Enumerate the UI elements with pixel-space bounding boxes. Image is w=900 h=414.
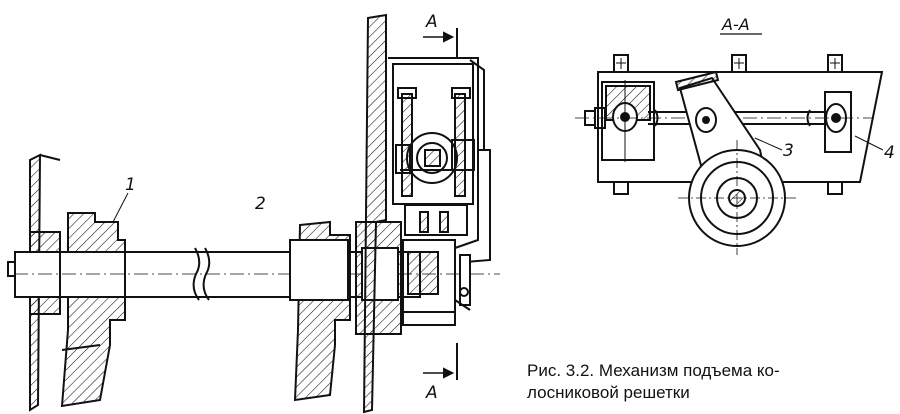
- label-section-a-bottom: A: [425, 383, 438, 403]
- label-part-4: 4: [884, 143, 895, 163]
- worm-gear: [406, 132, 458, 184]
- section-view: [575, 54, 884, 255]
- main-view: [7, 13, 500, 414]
- label-part-3: 3: [783, 141, 794, 161]
- shaft: [14, 251, 421, 298]
- left-sprocket: [60, 212, 126, 408]
- label-section-a-top: A: [425, 12, 438, 32]
- label-part-2: 2: [255, 194, 266, 214]
- section-marker-bottom: [423, 343, 458, 380]
- section-title: A-A: [721, 15, 750, 34]
- section-frame: [597, 71, 884, 183]
- figure-caption: Рис. 3.2. Механизм подъема ко- лосниково…: [527, 360, 887, 404]
- caption-line-2: лосниковой решетки: [527, 383, 690, 402]
- right-wall: [362, 13, 387, 414]
- section-marker-top: [423, 28, 458, 58]
- label-part-1: 1: [125, 175, 136, 195]
- caption-line-1: Рис. 3.2. Механизм подъема ко-: [527, 361, 780, 380]
